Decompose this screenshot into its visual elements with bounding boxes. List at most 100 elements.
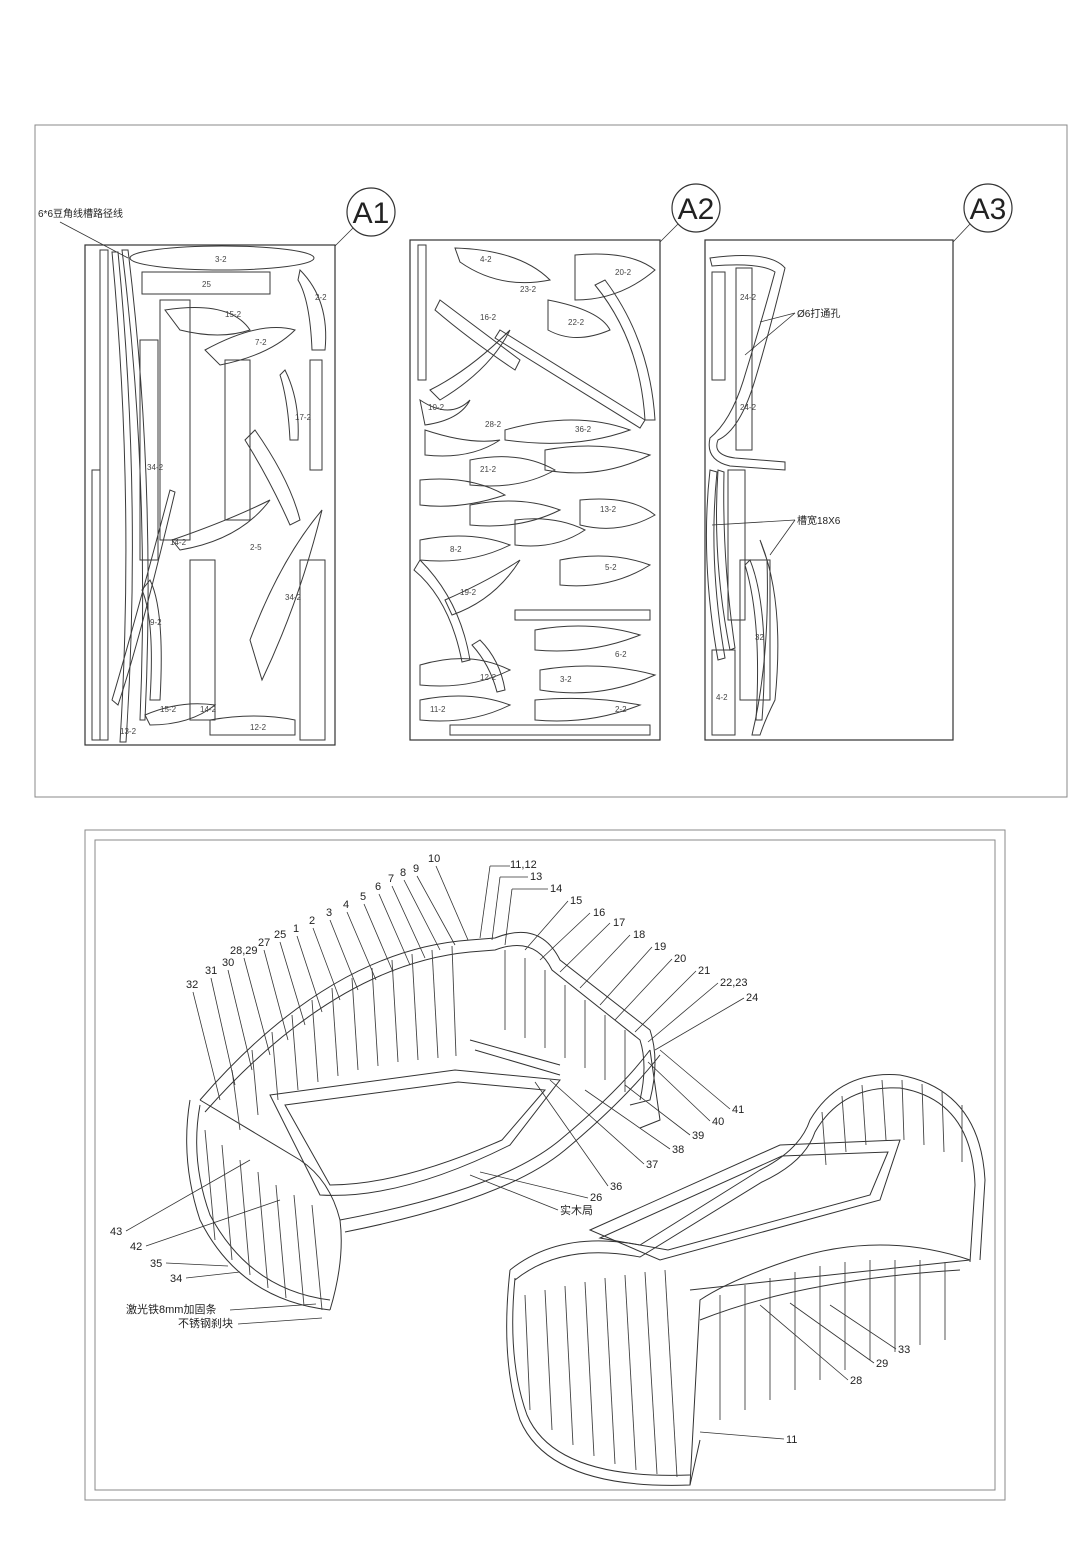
- a1-part-label-11: 9-2: [150, 618, 162, 627]
- a3-part-label-1: 24-2: [740, 293, 757, 302]
- a1-part-label-5: 7-2: [255, 338, 267, 347]
- callout-11-12: 11,12: [510, 859, 537, 871]
- sheet-a3-badge: [963, 183, 1013, 233]
- a2-part-label-4: 22-2: [568, 318, 585, 327]
- callout-36: 36: [610, 1181, 622, 1193]
- a3-part-label-4: 32: [755, 633, 764, 642]
- right-side-ribs: [719, 1260, 946, 1420]
- a2-part-label-8: 28-2: [485, 420, 502, 429]
- callout-26-material: 实木局: [560, 1203, 593, 1217]
- a2-part-label-13: 5-2: [605, 563, 617, 572]
- assembly-inner-frame: [94, 839, 996, 1491]
- a2-part-label-1: 4-2: [480, 255, 492, 264]
- a3-part-label-2: 24-2: [740, 403, 757, 412]
- callout-9: 9: [413, 863, 419, 875]
- a1-part-label-13: 14-2: [200, 705, 217, 714]
- left-note-reinforce: 激光铁8mm加固条: [126, 1302, 216, 1316]
- assembly-panel: 10 11,12 13 14 15 16 17 18 19 20 21 22,2…: [84, 829, 1006, 1501]
- callout-2: 2: [309, 915, 315, 927]
- callout-40: 40: [712, 1116, 724, 1128]
- a2-part-label-17: 3-2: [560, 675, 572, 684]
- callout-34: 34: [170, 1273, 182, 1285]
- callout-39: 39: [692, 1130, 704, 1142]
- callout-43: 43: [110, 1226, 122, 1238]
- a2-part-label-7: 36-2: [575, 425, 592, 434]
- a1-part-label-2: 25: [202, 280, 211, 289]
- sheet-a2-label: A2: [678, 193, 715, 226]
- callout-29: 29: [876, 1358, 888, 1370]
- callout-14: 14: [550, 883, 562, 895]
- a1-part-label-9: 2-5: [250, 543, 262, 552]
- callout-4: 4: [343, 899, 349, 911]
- callout-28-29: 28,29: [230, 945, 258, 957]
- sheet-a1: A1 6*6豆角线槽路径线 3-2 25 15-2 2-2 7: [38, 187, 396, 746]
- a1-part-label-4: 2-2: [315, 293, 327, 302]
- left-note-stainless: 不锈钢刹块: [178, 1317, 233, 1330]
- a2-part-label-16: 12-2: [480, 673, 497, 682]
- a1-part-label-15: 12-2: [250, 723, 267, 732]
- callout-38: 38: [672, 1144, 684, 1156]
- right-back-ribs: [821, 1079, 963, 1166]
- callout-27: 27: [258, 937, 270, 949]
- a1-part-label-7: 34-2: [147, 463, 164, 472]
- cutting-sheets-panel: A1 6*6豆角线槽路径线 3-2 25 15-2 2-2 7: [34, 124, 1068, 798]
- sheet-a1-label: A1: [353, 197, 390, 230]
- a1-part-label-14: 13-2: [120, 727, 137, 736]
- a2-part-label-2: 20-2: [615, 268, 632, 277]
- callout-41: 41: [732, 1104, 744, 1116]
- callout-22-23: 22,23: [720, 977, 748, 989]
- callout-19: 19: [654, 941, 666, 953]
- callout-21: 21: [698, 965, 710, 977]
- callout-31: 31: [205, 965, 217, 977]
- callout-42: 42: [130, 1241, 142, 1253]
- callout-24: 24: [746, 992, 758, 1004]
- a1-part-label-3: 15-2: [225, 310, 242, 319]
- sheet-a3-note-slot: 槽宽18X6: [797, 514, 841, 527]
- a2-part-label-15: 11-2: [430, 705, 446, 714]
- callout-35: 35: [150, 1258, 162, 1270]
- callouts-right-lower: 33 29 28 11: [699, 1302, 910, 1446]
- a2-part-label-14: 19-2: [460, 588, 477, 597]
- a2-part-label-11: 13-2: [600, 505, 617, 514]
- a1-part-label-10: 34-2: [285, 593, 302, 602]
- callout-3: 3: [326, 907, 332, 919]
- callout-33: 33: [898, 1344, 910, 1356]
- a1-part-label-8: 14-2: [170, 538, 187, 547]
- sheet-a3: A3 Ø6打通孔 槽宽18X6 24-2 24-2 4-2 32: [704, 183, 1013, 741]
- callout-25: 25: [274, 929, 286, 941]
- a2-part-label-18: 2-2: [615, 705, 627, 714]
- callout-7: 7: [388, 873, 394, 885]
- callout-6: 6: [375, 881, 381, 893]
- a2-part-label-9: 21-2: [480, 465, 497, 474]
- callout-8: 8: [400, 867, 406, 879]
- a1-part-label-6: 17-2: [295, 413, 312, 422]
- a2-part-label-5: 16-2: [480, 313, 497, 322]
- callouts-right-upper: 41 40 39 38 37 36 26 实木局: [469, 1049, 744, 1217]
- assembly-outer-frame: [84, 829, 1006, 1501]
- callouts-topleft: 9 8 7 6 5 4 3 2 1 25 27 28,29 30 31 32: [186, 863, 456, 1101]
- callout-32: 32: [186, 979, 198, 991]
- sheet-a3-label: A3: [970, 193, 1007, 226]
- left-front-ribs: [204, 1129, 323, 1311]
- callout-15: 15: [570, 895, 582, 907]
- a2-part-label-12: 6-2: [615, 650, 627, 659]
- sheet-a1-note: 6*6豆角线槽路径线: [38, 207, 123, 220]
- a1-part-label-1: 3-2: [215, 255, 227, 264]
- left-back-ribs: [231, 945, 626, 1131]
- callout-18: 18: [633, 929, 645, 941]
- callout-10: 10: [428, 853, 440, 865]
- right-front-ribs: [524, 1269, 678, 1478]
- a3-part-label-3: 4-2: [716, 693, 728, 702]
- sheet-a2: A2 4-2 20-2 23-2 22-2 16-2: [409, 183, 721, 741]
- a2-part-label-3: 23-2: [520, 285, 537, 294]
- callouts-left: 43 42 35 34 激光铁8mm加固条 不锈钢刹块: [110, 1159, 323, 1330]
- top-panel-frame: [34, 124, 1068, 798]
- left-seat-frame: [186, 931, 661, 1311]
- callout-30: 30: [222, 957, 234, 969]
- right-seat-frame: [506, 1074, 986, 1486]
- sheet-a3-note-hole: Ø6打通孔: [797, 307, 840, 320]
- sheet-a1-badge: [346, 187, 396, 237]
- callout-17: 17: [613, 917, 625, 929]
- a2-part-label-6: 10-2: [428, 403, 445, 412]
- callouts-top: 10 11,12 13 14 15 16 17 18 19 20 21 22,2…: [428, 853, 758, 1051]
